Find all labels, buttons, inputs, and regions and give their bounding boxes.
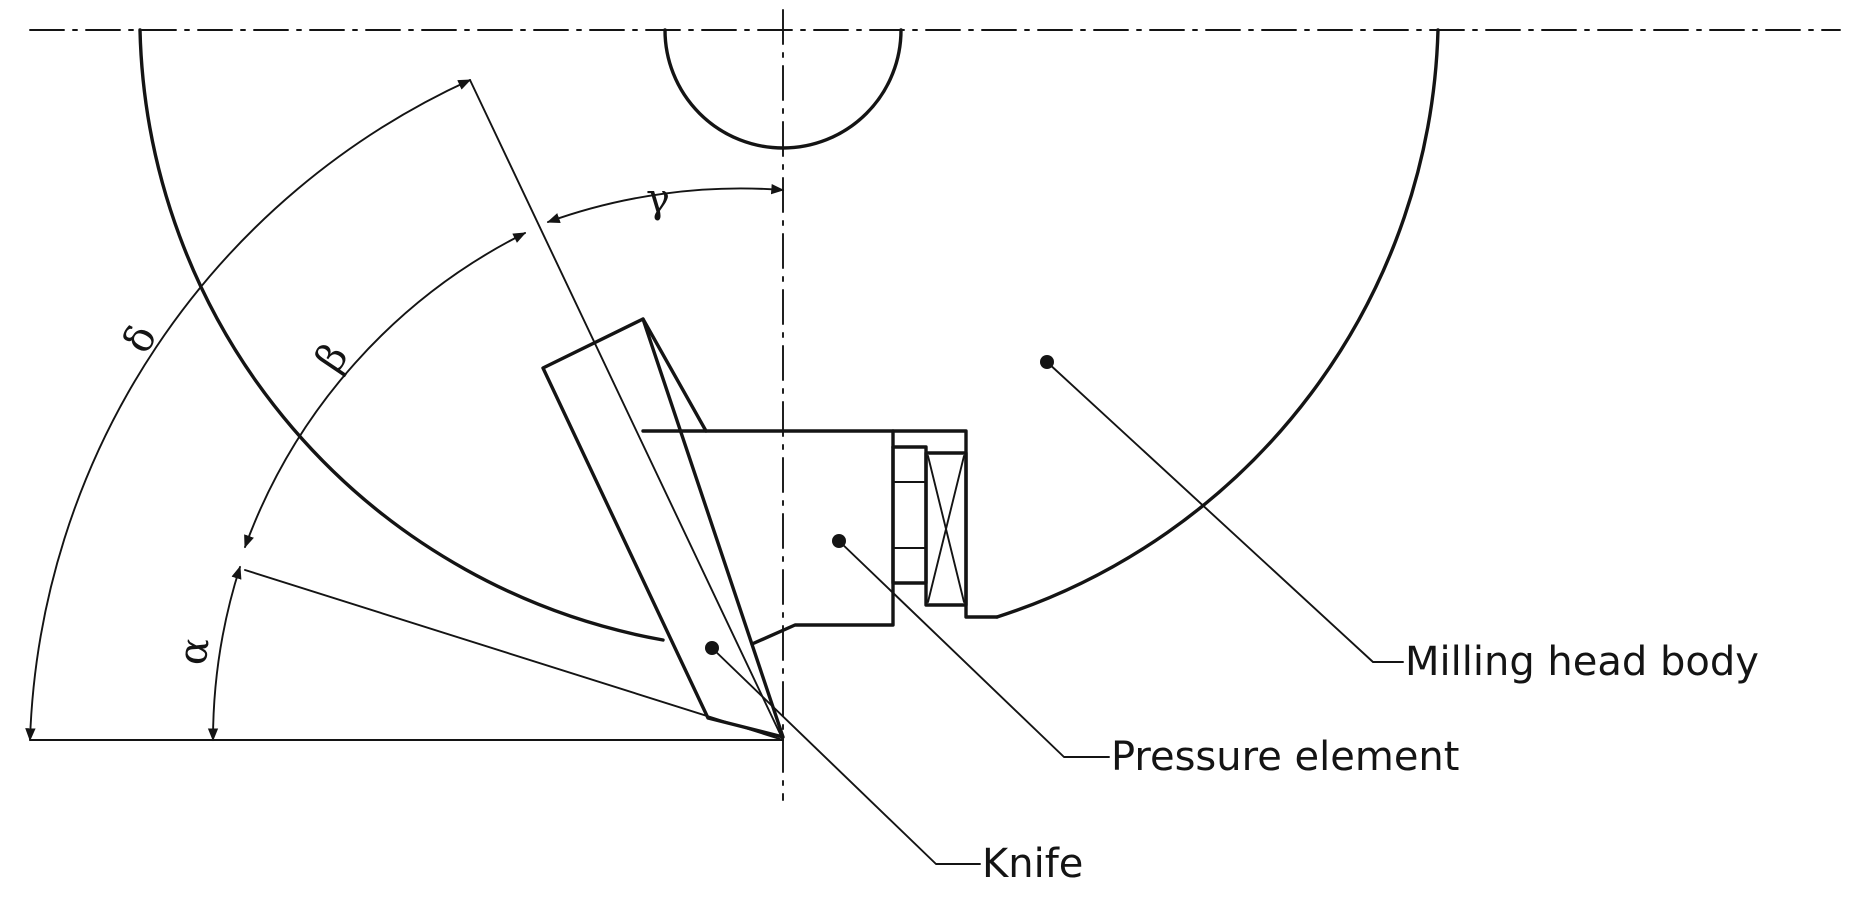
knife-back-edge-extension xyxy=(641,317,708,433)
delta-arc xyxy=(25,79,472,742)
pressure-element-label: Pressure element xyxy=(1111,734,1459,780)
spring-box xyxy=(924,451,968,607)
knife-label: Knife xyxy=(982,841,1083,887)
milling-head-body-arc-left xyxy=(138,28,665,642)
pressure-element-lower-contour xyxy=(750,445,895,646)
knife-leader xyxy=(711,647,981,865)
gamma-arc xyxy=(546,183,785,223)
beta-label: β xyxy=(307,335,358,380)
milling-head-body-label: Milling head body xyxy=(1405,639,1759,685)
milling-head-body-arc-right xyxy=(995,28,1440,619)
knife-face-line xyxy=(469,79,784,741)
alpha-label: α xyxy=(169,635,218,668)
beta-arc xyxy=(244,232,527,549)
pressure-element-leader xyxy=(838,540,1110,758)
center-bore-arc xyxy=(663,28,903,150)
milling-head-body-leader xyxy=(1046,361,1404,663)
spring-cross-2 xyxy=(927,455,965,603)
delta-label: δ xyxy=(114,318,166,360)
knife-outline xyxy=(541,317,785,739)
gamma-label: γ xyxy=(646,176,670,222)
alpha-arc xyxy=(207,565,242,742)
spring-holder xyxy=(891,445,928,585)
